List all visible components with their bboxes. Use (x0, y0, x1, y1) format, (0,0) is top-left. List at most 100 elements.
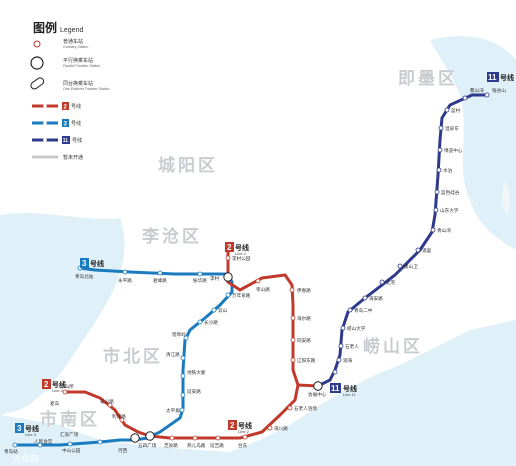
sea-areas (0, 36, 516, 466)
line2-badge-bottom-en: Line 2 (238, 429, 250, 434)
line11-badge-cn: 号线 (500, 73, 514, 82)
station-label: 泰山路 (100, 398, 114, 405)
station-label: 河西 (118, 447, 128, 454)
line11-badge (487, 72, 499, 82)
legend-line3-cn: 号线 (71, 120, 81, 127)
station-dot (336, 357, 342, 363)
station-label: 李村公园 (232, 255, 251, 262)
watermark: 大众网 (12, 453, 39, 465)
legend-line11-badge (62, 136, 70, 144)
line-3-track (15, 266, 234, 447)
station-dot (287, 405, 293, 411)
station-label: 清江路 (166, 351, 180, 358)
line3-badge-bottom (15, 423, 24, 433)
legend-item-2-en: One-Platform Transfer Station (63, 87, 110, 91)
station-dot (462, 95, 468, 101)
station-label: 伊春路 (297, 287, 311, 294)
station-label: 汇泉广场 (60, 431, 79, 438)
station-dot (379, 279, 385, 285)
station-label: 太平角 (166, 407, 180, 414)
district-chengyang: 城阳区 (158, 156, 218, 176)
line11-badge-bottom (330, 383, 341, 393)
line11-badge-bottom-num: 11 (331, 384, 340, 393)
station-dot (415, 247, 421, 253)
parallel-transfer-icon (30, 56, 44, 70)
station-label: 长沙路 (204, 319, 218, 326)
legend-line3-dot (43, 121, 47, 125)
station-label: 利津路 (112, 413, 126, 420)
transfer-station-wusi (130, 433, 140, 443)
transfer-stations (130, 272, 323, 443)
district-licang: 李沧区 (142, 226, 202, 247)
line-badges: 11 号线 3 号线 2 号线 Line 2 11 号线 Line 11 2 号… (15, 72, 514, 437)
legend-item-0-en: Ordinary Station (63, 45, 88, 49)
legend-line11-cn: 号线 (72, 137, 82, 144)
station-dot (107, 402, 113, 408)
station-dot (215, 435, 221, 441)
line3-badge-top-cn: 号线 (90, 259, 104, 268)
line3-badge-top-num: 3 (82, 259, 87, 268)
station-dot (12, 442, 18, 448)
station-label: 永平路 (118, 277, 132, 284)
station-dot (97, 439, 103, 445)
station-label: 会展中心 (308, 391, 327, 398)
station-label: 双山 (218, 307, 228, 314)
station-label: 钱谷山 (492, 87, 506, 94)
legend-line3-badge (62, 119, 69, 127)
station-label: 枣山路 (256, 286, 270, 293)
station-dot (430, 227, 436, 233)
station-label: 振华路 (193, 277, 207, 284)
station-label: 青岛北站 (75, 273, 94, 280)
station-dot (225, 255, 231, 261)
station-label: 观海 (343, 357, 353, 364)
station-label: 台东 (238, 442, 248, 449)
legend-line3-num: 3 (64, 122, 68, 128)
station-label: 海川路 (274, 425, 288, 432)
line11-badge-bottom-en: Line 11 (343, 392, 357, 397)
station-dot (444, 107, 450, 113)
station-dot (180, 392, 186, 398)
station-dot (192, 435, 198, 441)
transfer-station-licun (223, 272, 233, 282)
station-label: 同安路 (297, 337, 311, 344)
station-dot (157, 270, 163, 276)
station-dot (437, 147, 443, 153)
station-label: 石老人浴场 (294, 405, 317, 412)
legend-unopened-cn: 暂未开通 (63, 154, 83, 161)
station-label: 蓝色硅谷 (441, 189, 460, 196)
station-label: 燕儿岛路 (187, 442, 206, 449)
line3-badge-bottom-cn: 号线 (25, 424, 39, 433)
station-dot (433, 207, 439, 213)
legend-line11-dot (43, 138, 47, 142)
station-label: 北宅 (386, 279, 396, 286)
station-label: 万年泉路 (232, 292, 251, 299)
station-dot (169, 435, 175, 441)
line3-badge-bottom-num: 3 (17, 424, 22, 433)
station-dot (289, 287, 295, 293)
line2-badge-bottom-cn: 号线 (238, 421, 252, 430)
station-label: 山东大学 (440, 207, 459, 214)
station-label: 芝泉路 (164, 442, 178, 449)
station-dot (122, 269, 128, 275)
station-dot (242, 434, 248, 440)
transfer-station-taishanlu (145, 431, 155, 441)
station-labels: 鳌山湾 钱谷山 蓝村 温泉东 博览中心 水泊 蓝色硅谷 山东大学 青山湾 浦里 … (4, 87, 506, 455)
station-dot (438, 125, 444, 131)
legend: 图例 Legend 普通车站 Ordinary Station 平行换乘车站 P… (30, 20, 110, 161)
legend-line2-num: 2 (64, 105, 68, 111)
legend-item-2-cn: 同台换乘车站 (63, 80, 93, 87)
station-label: 麦岛 (50, 400, 60, 407)
district-laoshan: 崂山区 (363, 336, 423, 357)
station-label: 浮山所 (60, 383, 74, 390)
station-label: 五四广场 (138, 442, 157, 449)
station-label: 海尔路 (297, 315, 311, 322)
district-labels: 即墨区 城阳区 李沧区 崂山区 市北区 市南区 (40, 69, 455, 430)
station-dot (119, 417, 125, 423)
station-label: 辽阳东路 (297, 357, 316, 364)
line2-badge-top-num: 2 (227, 243, 232, 252)
station-label: 鳌山卫 (404, 263, 418, 270)
transfer-station-miaolinglu (313, 381, 323, 391)
station-dot (62, 389, 68, 395)
station-label: 蓝村 (451, 107, 461, 114)
station-dot (267, 425, 273, 431)
